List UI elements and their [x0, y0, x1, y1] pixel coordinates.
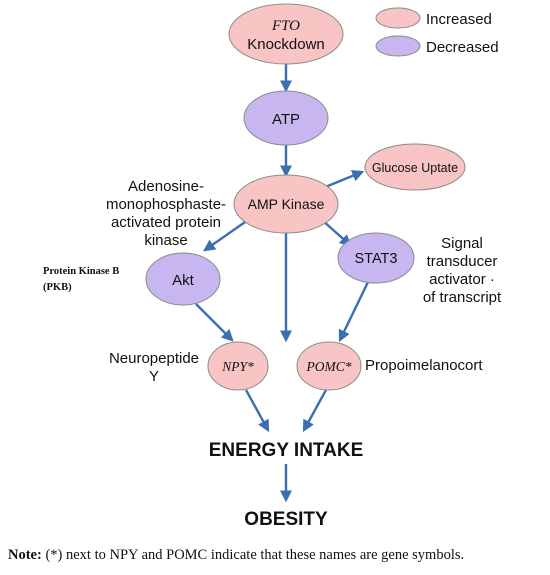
- arrow-akt-npy: [195, 303, 234, 342]
- ampk-description: Adenosine- monophosphaste- activated pro…: [106, 178, 226, 249]
- legend-decreased-swatch: [375, 35, 421, 57]
- amp-kinase-label: AMP Kinase: [248, 196, 325, 212]
- arrow-ampk-stat3: [321, 219, 352, 247]
- arrow-pomc-energy: [302, 389, 328, 433]
- pomc-description: Propoimelanocort: [365, 357, 483, 374]
- pkb-line-1: Protein Kinase B: [43, 266, 119, 277]
- glucose-label: Glucose Uptate: [372, 161, 458, 175]
- legend: Increased Decreased: [375, 7, 499, 57]
- pkb-description: Protein Kinase B (PKB): [43, 266, 119, 293]
- stat3-label: STAT3: [355, 251, 398, 267]
- legend-decreased-label: Decreased: [426, 39, 499, 56]
- npy-description: Neuropeptide Y: [109, 350, 199, 385]
- node-atp: ATP: [243, 90, 329, 146]
- stat3-desc-line-3: activator ·: [429, 271, 495, 288]
- ampk-desc-line-2: monophosphaste-: [106, 196, 226, 213]
- npy-label: NPY*: [221, 359, 254, 374]
- pkb-line-2: (PKB): [43, 282, 72, 293]
- ampk-desc-line-3: activated protein: [111, 214, 221, 231]
- node-akt: Akt: [145, 252, 221, 306]
- footnote-bold: Note:: [8, 547, 42, 563]
- npy-desc-line-2: Y: [149, 368, 159, 385]
- pomc-label: POMC*: [306, 359, 352, 374]
- knockdown-label: Knockdown: [247, 36, 325, 53]
- atp-label: ATP: [272, 111, 300, 128]
- node-fto-knockdown: FTO Knockdown: [228, 3, 344, 65]
- footnote-text: (*) next to NPY and POMC indicate that t…: [41, 547, 465, 563]
- stat3-description: Signal transducer activator · of transcr…: [423, 235, 502, 306]
- legend-increased-swatch: [375, 7, 421, 29]
- stat3-desc-line-2: transducer: [427, 253, 498, 270]
- akt-label: Akt: [172, 272, 195, 289]
- obesity-label: OBESITY: [244, 509, 328, 530]
- ampk-desc-line-4: kinase: [144, 232, 187, 249]
- arrow-stat3-pomc: [338, 281, 370, 343]
- energy-intake-label: ENERGY INTAKE: [209, 440, 364, 461]
- node-pomc: POMC*: [296, 341, 362, 391]
- footnote: Note: (*) next to NPY and POMC indicate …: [8, 547, 548, 564]
- node-stat3: STAT3: [337, 232, 415, 284]
- ampk-desc-line-1: Adenosine-: [128, 178, 204, 195]
- node-npy: NPY*: [207, 341, 269, 391]
- stat3-desc-line-4: of transcript: [423, 289, 502, 306]
- arrow-npy-energy: [244, 389, 270, 433]
- node-amp-kinase: AMP Kinase: [233, 174, 339, 234]
- npy-desc-line-1: Neuropeptide: [109, 350, 199, 367]
- legend-increased-label: Increased: [426, 11, 492, 28]
- fto-label: FTO: [271, 18, 300, 34]
- arrow-ampk-akt: [203, 219, 249, 252]
- node-glucose-uptate: Glucose Uptate: [364, 143, 466, 191]
- stat3-desc-line-1: Signal: [441, 235, 483, 252]
